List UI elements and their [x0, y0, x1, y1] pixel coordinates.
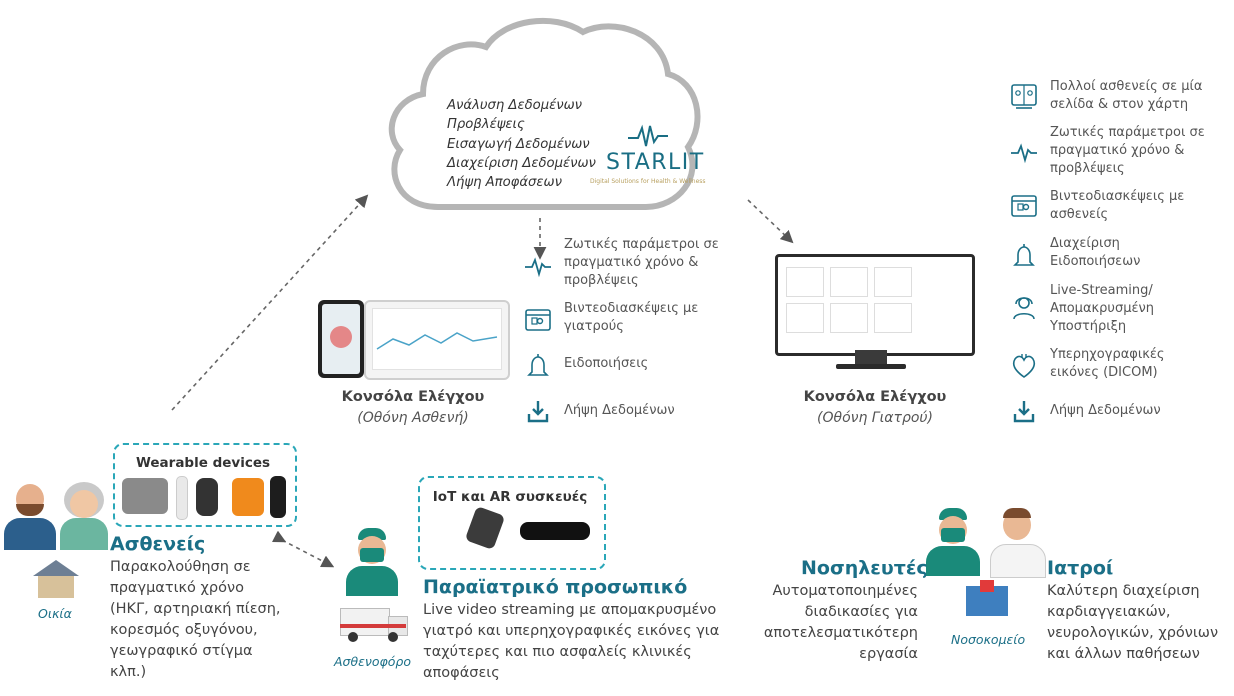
video-call-icon	[1011, 195, 1037, 217]
ambulance-icon	[340, 604, 408, 642]
arrow-patients-paramedics	[271, 530, 335, 568]
patient-phone-mockup	[318, 300, 364, 378]
pulse-icon	[1011, 143, 1037, 164]
doctor-feature-label: Live-Streaming/ Απομακρυσμένη Υποστήριξη	[1050, 283, 1154, 334]
headset-support-icon	[1013, 297, 1035, 320]
house-icon	[33, 560, 79, 598]
starlit-brand: STARLIT	[606, 150, 705, 175]
iot-title: IoT και AR συσκευές	[432, 489, 588, 505]
nurses-title: Νοσηλευτές	[801, 557, 928, 579]
nurse-avatar	[924, 508, 982, 576]
patient-feature-label: Ζωτικές παράμετροι σε πραγματικό χρόνο &…	[564, 237, 719, 288]
arrow-cloud-to-doctor-console	[747, 199, 794, 244]
monitor-base	[836, 364, 906, 369]
pulse-icon	[525, 257, 551, 278]
patient-woman-avatar	[56, 482, 112, 550]
doctor-feature-label: Διαχείριση Ειδοποιήσεων	[1050, 236, 1141, 269]
home-label: Οικία	[38, 606, 72, 621]
monitor-stand	[855, 350, 887, 364]
nurses-desc: Αυτοματοποιημένες διαδικασίες για αποτελ…	[763, 583, 918, 662]
cloud-item: Προβλέψεις	[447, 117, 525, 133]
patients-desc: Παρακολούθηση σε πραγματικό χρόνο (ΗΚΓ, …	[110, 559, 281, 680]
starlit-logo-icon	[628, 124, 668, 147]
doctor-feature-label: Πολλοί ασθενείς σε μία σελίδα & στον χάρ…	[1050, 79, 1203, 112]
ar-glasses-device	[520, 522, 590, 540]
doctors-title: Ιατροί	[1047, 557, 1114, 579]
heart-ultrasound-icon	[1012, 354, 1036, 378]
starlit-tagline: Digital Solutions for Health & Wellness	[590, 178, 706, 185]
patient-tablet-mockup	[364, 300, 510, 380]
doctor-feature-label: Βιντεοδιασκέψεις με ασθενείς	[1050, 189, 1185, 222]
hospital-icon	[962, 580, 1012, 618]
patient-man-avatar	[2, 484, 58, 550]
paramedics-title: Παραϊατρικό προσωπικό	[423, 576, 688, 598]
smartwatch-device	[196, 478, 218, 516]
wearables-box	[113, 443, 297, 527]
patient-feature-label: Λήψη Δεδομένων	[564, 403, 675, 418]
cloud-item: Εισαγωγή Δεδομένων	[447, 136, 590, 152]
doctors-desc: Καλύτερη διαχείριση καρδιαγγειακών, νευρ…	[1047, 583, 1219, 662]
bell-icon	[1013, 244, 1035, 266]
patient-console-title: Κονσόλα Ελέγχου	[341, 389, 485, 405]
bell-icon	[527, 354, 549, 376]
doctor-feature-label: Ζωτικές παράμετροι σε πραγματικό χρόνο &…	[1050, 125, 1205, 176]
bp-cuff-device	[122, 478, 168, 514]
doctor-console-title: Κονσόλα Ελέγχου	[803, 389, 947, 405]
cloud-item: Λήψη Αποφάσεων	[447, 175, 562, 191]
iot-box	[418, 476, 606, 570]
cloud-shape	[388, 17, 701, 210]
ambulance-label: Ασθενοφόρο	[334, 654, 411, 669]
download-icon	[1013, 401, 1035, 423]
paramedic-avatar	[344, 528, 400, 596]
patient-console-subtitle: (Οθόνη Ασθενή)	[357, 410, 469, 426]
patients-title: Ασθενείς	[110, 533, 206, 555]
hospital-label: Νοσοκομείο	[951, 632, 1026, 647]
patients-grid-icon	[1011, 84, 1037, 109]
cloud-item: Ανάλυση Δεδομένων	[447, 98, 583, 113]
paramedics-desc: Live video streaming με απομακρυσμένο γι…	[423, 602, 720, 681]
doctor-feature-label: Λήψη Δεδομένων	[1050, 403, 1161, 418]
wearables-title: Wearable devices	[135, 455, 271, 471]
doctor-console-subtitle: (Οθόνη Γιατρού)	[817, 410, 933, 426]
thermometer-device	[176, 476, 188, 520]
download-icon	[527, 401, 549, 423]
cloud-item: Διαχείριση Δεδομένων	[447, 155, 596, 171]
doctor-monitor-mockup	[775, 254, 975, 356]
video-call-icon	[525, 309, 551, 331]
doctor-feature-label: Υπερηχογραφικές εικόνες (DICOM)	[1050, 347, 1165, 380]
patient-feature-label: Βιντεοδιασκέψεις με γιατρούς	[564, 301, 699, 334]
patient-feature-label: Ειδοποιήσεις	[564, 356, 649, 371]
inhaler-device	[232, 478, 264, 516]
fitness-band-device	[270, 476, 286, 518]
doctor-avatar	[988, 508, 1046, 578]
cloud-feature-list: Ανάλυση Δεδομένων Προβλέψεις Εισαγωγή Δε…	[447, 96, 596, 192]
